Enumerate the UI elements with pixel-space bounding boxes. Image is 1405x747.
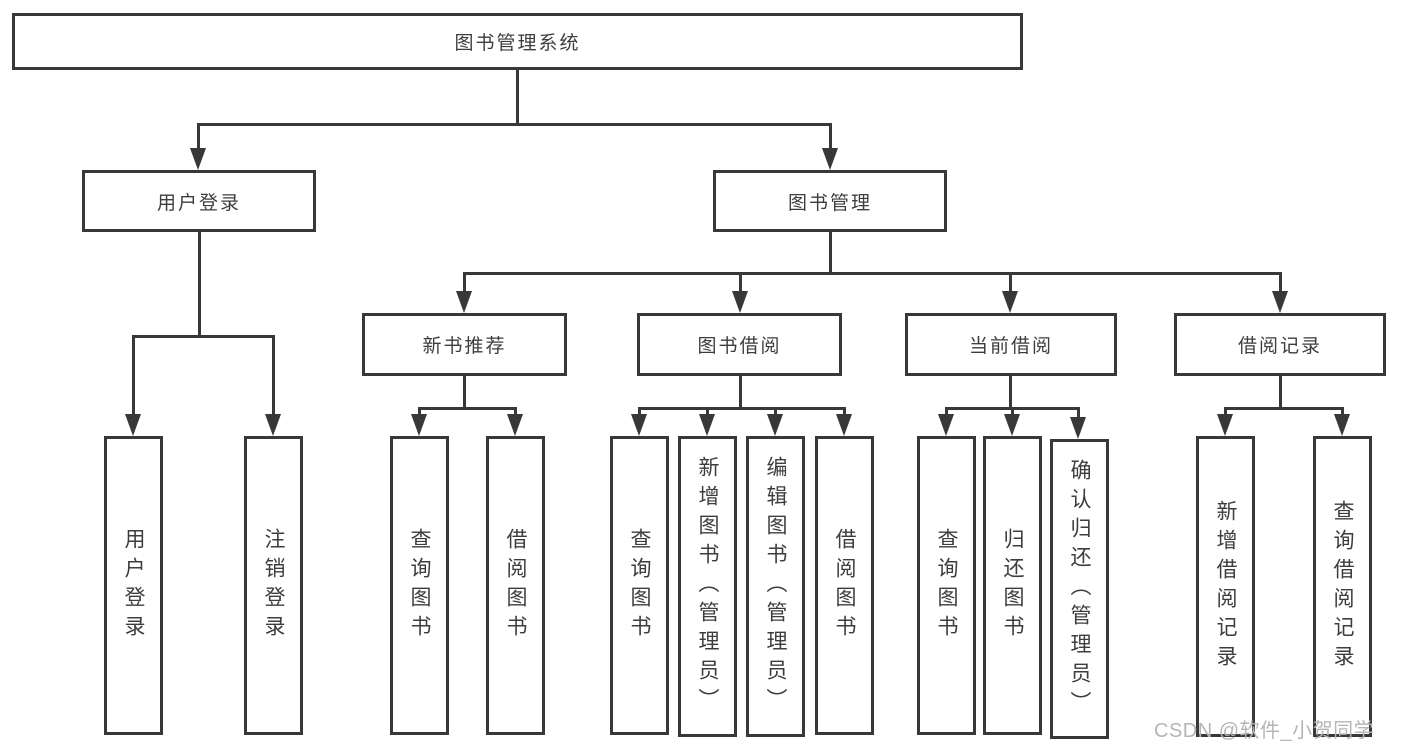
node-current-borrow: 当前借阅 — [905, 313, 1117, 376]
leaf-confirm-return-admin: 确认归还（管理员） — [1050, 439, 1109, 739]
leaf-user-login: 用户登录 — [104, 436, 163, 735]
leaf-borrow-books-recommend: 借阅图书 — [486, 436, 545, 735]
arrow-down-icon — [1004, 414, 1020, 436]
leaf-query-books: 查询图书 — [610, 436, 669, 735]
leaf-query-books-recommend: 查询图书 — [390, 436, 449, 735]
arrow-down-icon — [125, 414, 141, 436]
connector-stub — [739, 376, 742, 410]
arrow-down-icon — [732, 291, 748, 313]
connector-stub — [463, 376, 466, 410]
connector-drop — [1224, 407, 1227, 416]
leaf-label: 新增图书（管理员） — [696, 456, 719, 717]
connector-drop — [945, 407, 948, 416]
arrow-down-icon — [699, 414, 715, 436]
node-book-borrow: 图书借阅 — [637, 313, 842, 376]
connector-drop — [706, 407, 709, 416]
connector-root-rail — [197, 123, 832, 126]
connector-stub — [1009, 376, 1012, 410]
connector-drop — [132, 335, 135, 415]
csdn-watermark: CSDN @软件_小贺同学 — [1154, 720, 1375, 742]
leaf-label: 查询借阅记录 — [1331, 499, 1354, 674]
arrow-down-icon — [767, 414, 783, 436]
arrow-down-icon — [190, 148, 206, 170]
leaf-label: 查询图书 — [628, 527, 651, 644]
node-label: 借阅记录 — [1237, 336, 1322, 357]
arrow-down-icon — [1070, 417, 1086, 439]
arrow-down-icon — [456, 291, 472, 313]
connector-drop — [197, 123, 200, 151]
connector-drop — [739, 272, 742, 294]
arrow-down-icon — [1002, 291, 1018, 313]
leaf-return-books: 归还图书 — [983, 436, 1042, 735]
leaf-query-borrow-record: 查询借阅记录 — [1313, 436, 1372, 737]
arrow-down-icon — [1334, 414, 1350, 436]
arrow-down-icon — [822, 148, 838, 170]
leaf-label: 编辑图书（管理员） — [764, 456, 787, 717]
connector-book-mgmt-rail — [463, 272, 1281, 275]
leaf-label: 查询图书 — [935, 527, 958, 644]
node-label: 用户登录 — [156, 192, 241, 214]
node-library-management-system: 图书管理系统 — [12, 13, 1023, 70]
leaf-label: 归还图书 — [1001, 527, 1024, 644]
leaf-label: 确认归还（管理员） — [1068, 458, 1091, 720]
connector-drop — [1009, 272, 1012, 294]
leaf-borrow-books: 借阅图书 — [815, 436, 874, 735]
connector-rail — [638, 407, 846, 410]
node-label: 新书推荐 — [422, 336, 507, 357]
node-book-management: 图书管理 — [713, 170, 947, 232]
leaf-edit-books-admin: 编辑图书（管理员） — [746, 436, 805, 737]
leaf-add-books-admin: 新增图书（管理员） — [678, 436, 737, 737]
leaf-query-books-current: 查询图书 — [917, 436, 976, 735]
node-label: 图书管理 — [787, 192, 872, 214]
connector-rail — [418, 407, 517, 410]
connector-drop — [1279, 272, 1282, 294]
connector-user-login-rail — [132, 335, 275, 338]
leaf-label: 注销登录 — [262, 527, 285, 644]
leaf-add-borrow-record: 新增借阅记录 — [1196, 436, 1255, 737]
arrow-down-icon — [1217, 414, 1233, 436]
connector-user-login-stub — [198, 232, 201, 338]
connector-drop — [638, 407, 641, 416]
node-new-book-recommend: 新书推荐 — [362, 313, 567, 376]
arrow-down-icon — [938, 414, 954, 436]
node-label: 图书管理系统 — [454, 33, 581, 54]
connector-drop — [418, 407, 421, 416]
arrow-down-icon — [1272, 291, 1288, 313]
connector-drop — [829, 123, 832, 151]
connector-drop — [463, 272, 466, 294]
arrow-down-icon — [836, 414, 852, 436]
connector-drop — [272, 335, 275, 415]
leaf-logout: 注销登录 — [244, 436, 303, 735]
connector-drop — [843, 407, 846, 416]
arrow-down-icon — [507, 414, 523, 436]
node-borrow-record: 借阅记录 — [1174, 313, 1386, 376]
connector-drop — [1341, 407, 1344, 416]
connector-drop — [1077, 407, 1080, 419]
leaf-label: 查询图书 — [408, 527, 431, 644]
connector-rail — [1224, 407, 1343, 410]
node-label: 当前借阅 — [968, 336, 1053, 357]
connector-drop — [1011, 407, 1014, 416]
leaf-label: 用户登录 — [122, 527, 145, 644]
arrow-down-icon — [631, 414, 647, 436]
connector-drop — [774, 407, 777, 416]
connector-drop — [514, 407, 517, 416]
leaf-label: 借阅图书 — [833, 527, 856, 644]
node-label: 图书借阅 — [697, 336, 782, 357]
arrow-down-icon — [265, 414, 281, 436]
leaf-label: 借阅图书 — [504, 527, 527, 644]
connector-stub — [1279, 376, 1282, 410]
connector-book-mgmt-stub — [829, 232, 832, 275]
leaf-label: 新增借阅记录 — [1214, 499, 1237, 674]
connector-root-stub — [516, 70, 519, 126]
node-user-login: 用户登录 — [82, 170, 316, 232]
arrow-down-icon — [411, 414, 427, 436]
